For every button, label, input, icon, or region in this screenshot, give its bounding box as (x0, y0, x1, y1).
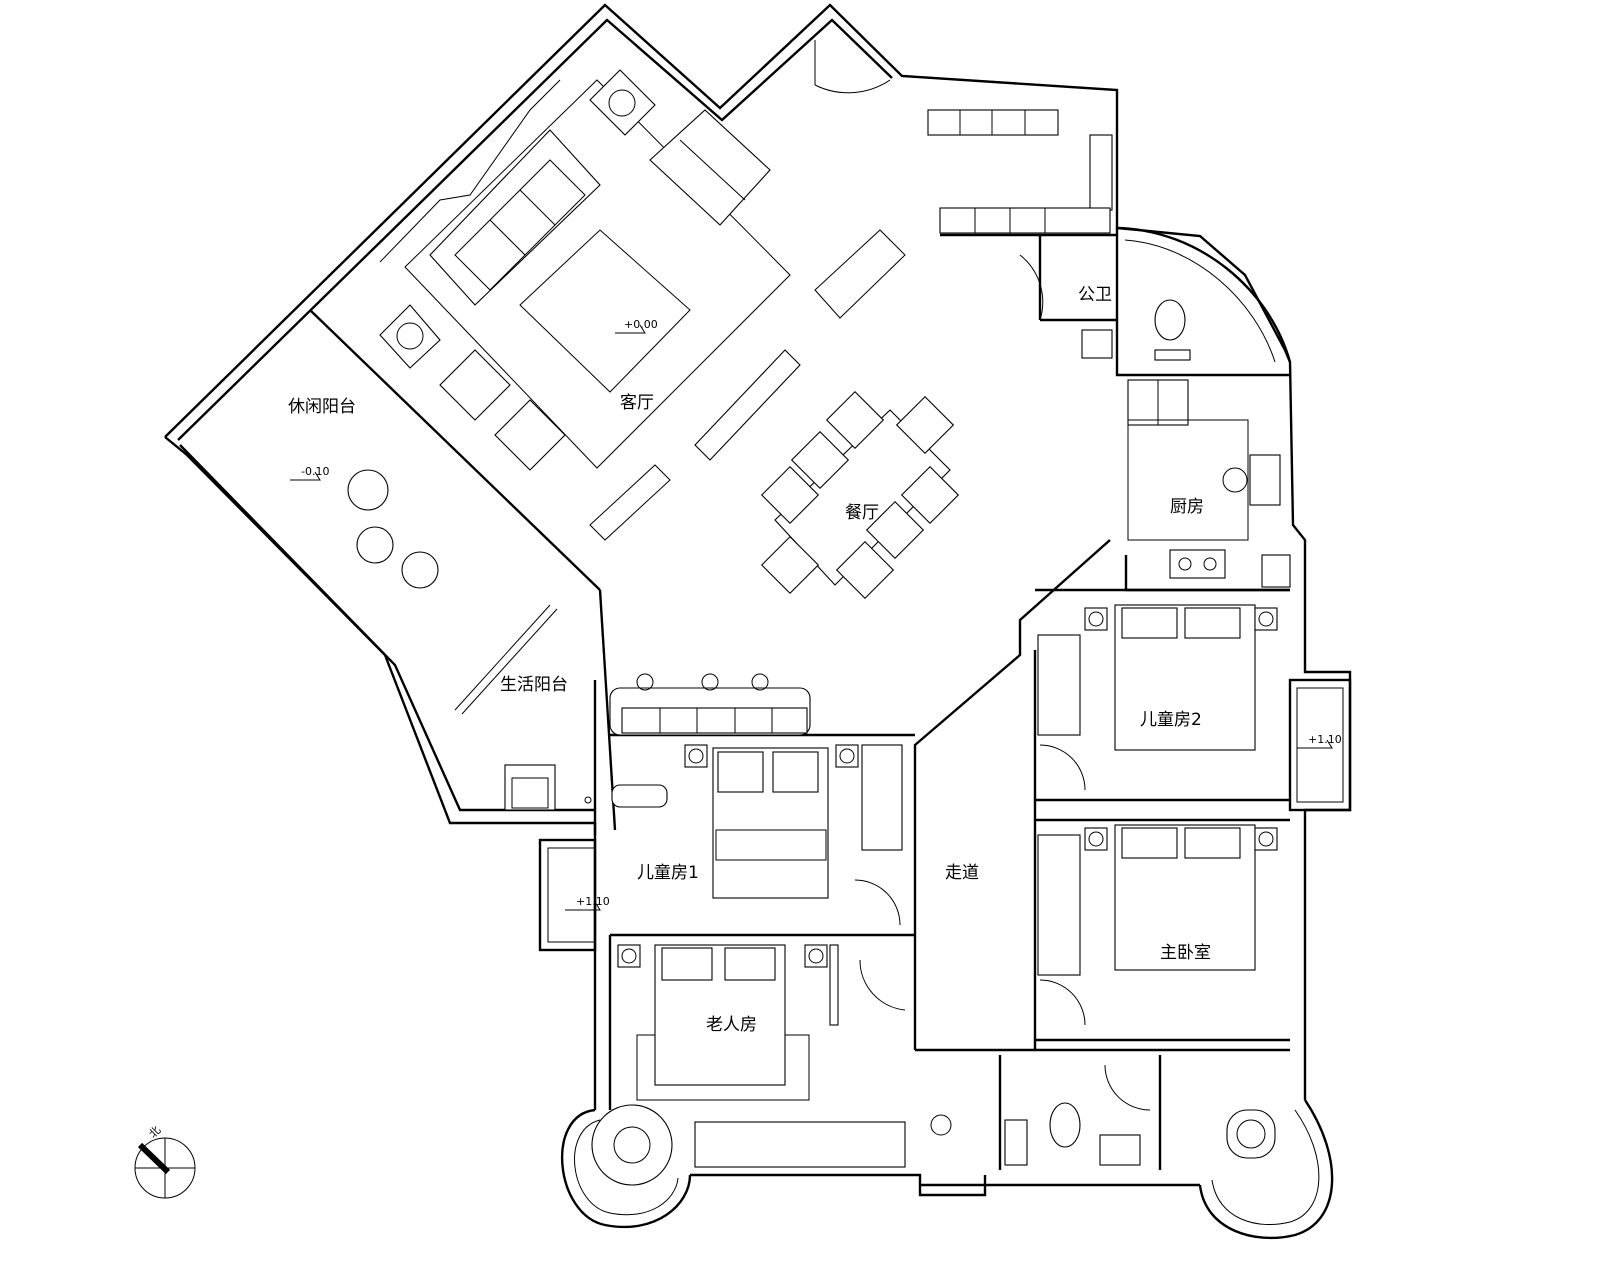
tv-cabinet (589, 229, 906, 541)
label-kids-room-2: 儿童房2 (1140, 710, 1202, 730)
bottom-bath-fixtures (1004, 1064, 1276, 1166)
kids-room-2-furniture (1037, 604, 1278, 791)
service-balcony-fixtures (454, 604, 592, 811)
side-table-lamps (379, 69, 656, 369)
level-bay-right: +1.10 (1308, 733, 1342, 746)
label-master-bedroom: 主卧室 (1160, 943, 1211, 963)
label-elderly-room: 老人房 (706, 1015, 757, 1035)
bay-window-right (1288, 678, 1352, 812)
label-corridor: 走道 (945, 863, 979, 883)
bay-window-left (538, 838, 597, 952)
leisure-balcony-chairs (347, 469, 439, 589)
round-bay-bathroom (1116, 226, 1292, 363)
kitchen-fixtures (1127, 379, 1291, 588)
sofa-long (429, 129, 601, 306)
room-labels: 休闲阳台 客厅 餐厅 公卫 厨房 生活阳台 儿童房1 儿童房2 走道 主卧室 老… (288, 285, 1211, 1035)
elderly-room-furniture (591, 944, 952, 1186)
public-bathroom-fixtures (1019, 254, 1191, 361)
armchairs (439, 349, 566, 471)
round-bay-left (560, 1108, 692, 1229)
master-bedroom-furniture (1037, 824, 1278, 1026)
living-room-rug (404, 79, 791, 469)
label-dining-room: 餐厅 (845, 503, 879, 523)
label-leisure-balcony: 休闲阳台 (288, 397, 356, 417)
label-kids-room-1: 儿童房1 (637, 863, 699, 883)
entry-door (814, 40, 891, 94)
dining-chairs (760, 390, 960, 600)
north-arrow: 北 (134, 1124, 196, 1199)
sofa-short (649, 109, 771, 226)
level-leisure-balcony: -0.10 (301, 465, 329, 478)
label-service-balcony: 生活阳台 (500, 675, 568, 695)
label-kitchen: 厨房 (1170, 497, 1204, 517)
entry-cabinets (927, 109, 1113, 234)
label-living-room: 客厅 (620, 393, 654, 413)
level-markers: +0.00 -0.10 +1.10 +1.10 (290, 318, 1342, 911)
level-living-room: +0.00 (624, 318, 658, 331)
kids-room-1-furniture (609, 673, 903, 926)
round-bay-right (1198, 1099, 1334, 1240)
level-bay-left: +1.10 (576, 895, 610, 908)
label-public-bathroom: 公卫 (1078, 285, 1112, 305)
leisure-balcony-railing (379, 79, 561, 263)
